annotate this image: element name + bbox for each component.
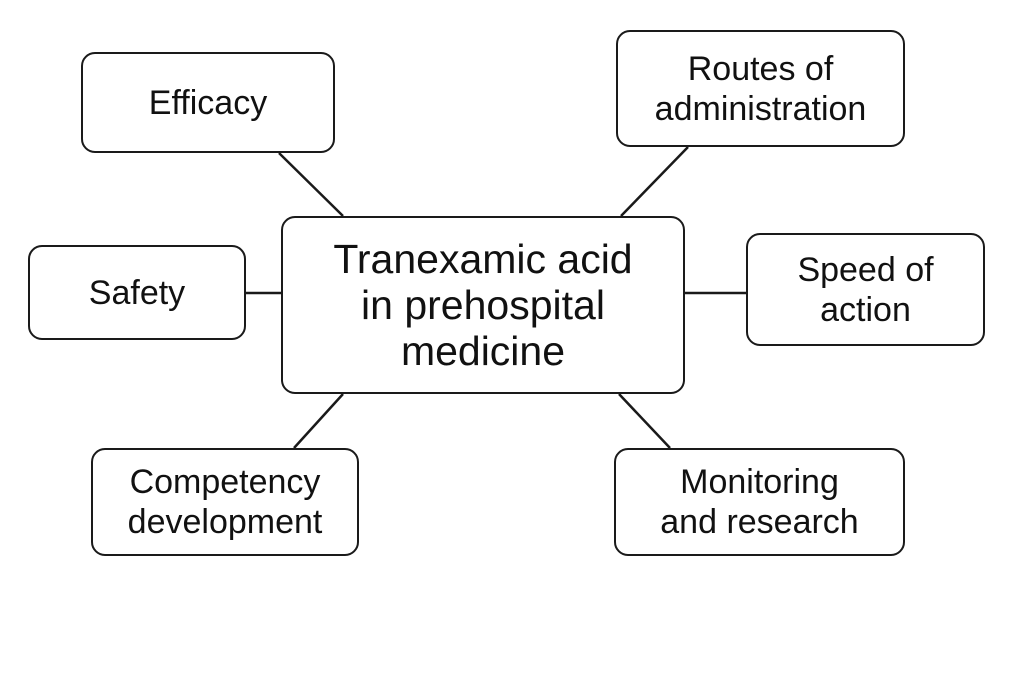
node-routes-label: Routes of administration (654, 49, 867, 128)
node-speed-label: Speed of action (797, 250, 934, 329)
node-monitoring-and-research: Monitoring and research (614, 448, 905, 556)
node-competency-development: Competency development (91, 448, 359, 556)
connector-monitoring (618, 393, 671, 449)
central-node: Tranexamic acid in prehospital medicine (281, 216, 685, 394)
connector-competency (293, 393, 344, 449)
connector-routes (620, 146, 689, 217)
node-efficacy-label: Efficacy (148, 83, 268, 122)
central-node-label: Tranexamic acid in prehospital medicine (333, 236, 633, 374)
node-safety: Safety (28, 245, 246, 340)
node-efficacy: Efficacy (81, 52, 335, 153)
node-speed-of-action: Speed of action (746, 233, 985, 346)
node-routes-of-administration: Routes of administration (616, 30, 905, 147)
connector-efficacy (278, 152, 344, 217)
node-monitoring-label: Monitoring and research (660, 463, 859, 541)
node-competency-label: Competency development (127, 463, 323, 541)
node-safety-label: Safety (88, 273, 186, 312)
